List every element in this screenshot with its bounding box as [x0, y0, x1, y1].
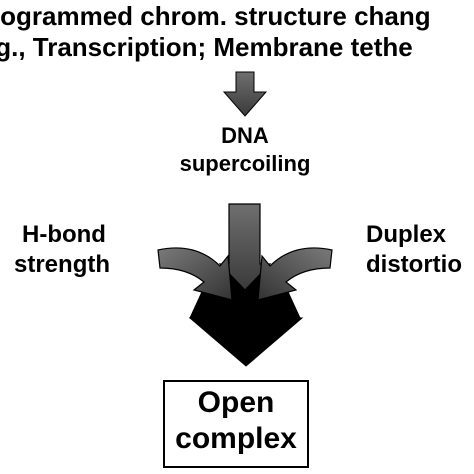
top-text-line-1: rogrammed chrom. structure chang — [0, 1, 431, 31]
main-black-arrow — [188, 317, 304, 367]
supercoiling-label: supercoiling — [179, 151, 311, 176]
open-complex-box — [163, 380, 309, 468]
hbond-label: H-bond — [22, 221, 106, 248]
open-label: Open — [197, 386, 275, 419]
top-down-arrow — [222, 71, 268, 117]
dna-label: DNA — [221, 123, 269, 148]
top-text-line-2: .g., Transcription; Membrane tethe — [0, 32, 413, 62]
complex-label: complex — [175, 422, 297, 455]
left-curved-arrow — [157, 247, 233, 301]
duplex-label: Duplex — [366, 221, 447, 248]
distortion-label: distortio — [366, 251, 462, 278]
right-curved-arrow — [257, 247, 333, 301]
strength-label: strength — [14, 251, 110, 278]
